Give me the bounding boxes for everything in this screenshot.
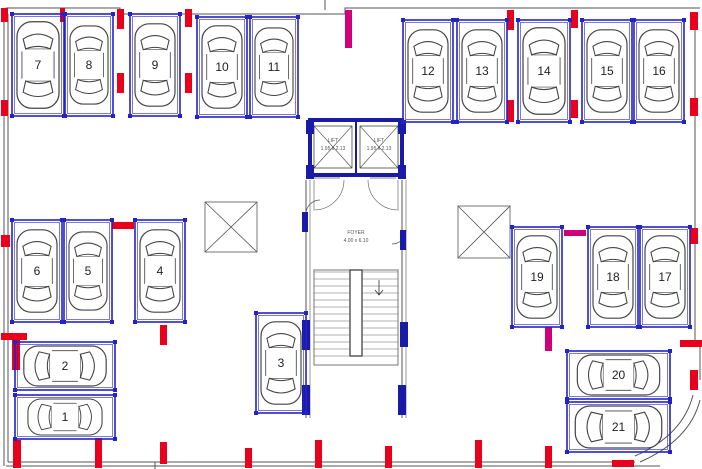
- parking-space-outline: [14, 394, 116, 440]
- parking-space-number: 3: [278, 356, 285, 370]
- parking-space: 7: [10, 12, 66, 118]
- parking-space-number: 6: [34, 264, 41, 278]
- lift-right-label: LIFT: [374, 138, 384, 144]
- parking-space-number: 19: [530, 270, 544, 284]
- lift-right-size: 1.95 x 2.13: [367, 146, 392, 152]
- parking-space-outline: [129, 13, 181, 117]
- void-right: [457, 205, 511, 259]
- parking-space-number: 2: [62, 359, 69, 373]
- parking-space-outline: [249, 16, 299, 118]
- parking-space-outline: [566, 350, 671, 400]
- parking-space-outline: [566, 401, 671, 453]
- parking-space-outline: [456, 19, 508, 123]
- parking-space: 8: [63, 12, 115, 118]
- parking-space: 4: [133, 218, 187, 324]
- parking-space-number: 13: [475, 64, 489, 78]
- parking-space-outline: [11, 13, 65, 117]
- foyer: FOYER 4.00 x 6.10: [302, 177, 407, 418]
- parking-space: 14: [516, 18, 572, 124]
- parking-space-outline: [63, 219, 113, 323]
- parking-space-number: 7: [35, 58, 42, 72]
- parking-space: 11: [248, 15, 300, 119]
- parking-space-outline: [11, 219, 63, 323]
- parking-space-outline: [134, 219, 186, 323]
- door-swing-left: [305, 199, 321, 215]
- parking-space-number: 18: [606, 270, 620, 284]
- parking-space: 13: [455, 18, 509, 124]
- parking-space-outline: [196, 16, 248, 118]
- structural-columns: [1, 8, 702, 468]
- parking-space: 20: [565, 349, 672, 401]
- staircase: [302, 269, 408, 415]
- parking-space-number: 17: [658, 270, 672, 284]
- parking-space-number: 15: [600, 64, 614, 78]
- parking-space: 2: [13, 340, 117, 392]
- parking-space-number: 10: [215, 60, 229, 74]
- parking-space: 17: [638, 225, 692, 329]
- parking-space-outline: [517, 19, 571, 123]
- parking-space-number: 16: [652, 64, 666, 78]
- parking-space-outline: [511, 226, 563, 328]
- parking-space: 16: [632, 18, 686, 124]
- parking-space-number: 8: [86, 58, 93, 72]
- parking-space-number: 20: [612, 368, 626, 382]
- parking-space: 15: [580, 18, 634, 124]
- parking-space-outline: [639, 226, 691, 328]
- parking-space-number: 9: [152, 58, 159, 72]
- parking-space: 21: [565, 400, 672, 454]
- parking-space: 12: [401, 18, 455, 124]
- parking-space-number: 11: [268, 60, 281, 74]
- parking-space: 18: [586, 225, 640, 329]
- parking-space: 5: [62, 218, 114, 324]
- parking-space-number: 21: [612, 420, 626, 434]
- parking-space: 6: [10, 218, 64, 324]
- parking-space-number: 1: [62, 410, 69, 424]
- lift-left: LIFT 1.95 x 2.13: [313, 125, 353, 169]
- parking-space-outline: [633, 19, 685, 123]
- lift-right: LIFT 1.95 x 2.13: [359, 125, 399, 169]
- parking-space-outline: [255, 312, 307, 414]
- parking-space-outline: [581, 19, 633, 123]
- parking-space: 3: [254, 311, 308, 415]
- foyer-label: FOYER: [347, 230, 365, 236]
- parking-space-outline: [587, 226, 639, 328]
- parking-space-number: 14: [537, 64, 551, 78]
- parking-space-number: 5: [85, 264, 92, 278]
- lift-core: LIFT 1.95 x 2.13 LIFT 1.95 x 2.13: [306, 118, 406, 179]
- parking-space-outline: [14, 341, 116, 391]
- stair-direction-arrow: [374, 280, 384, 296]
- parking-space: 10: [195, 15, 249, 119]
- parking-space: 9: [128, 12, 182, 118]
- parking-space: 19: [510, 225, 564, 329]
- parking-space-number: 4: [157, 264, 164, 278]
- lift-left-label: LIFT: [328, 138, 338, 144]
- parking-space-outline: [64, 13, 114, 117]
- foyer-size: 4.00 x 6.10: [344, 238, 369, 244]
- parking-space-outline: [402, 19, 454, 123]
- void-left: [204, 201, 258, 253]
- parking-space-number: 12: [421, 64, 435, 78]
- lift-left-size: 1.95 x 2.13: [321, 146, 346, 152]
- parking-space: 1: [13, 393, 117, 441]
